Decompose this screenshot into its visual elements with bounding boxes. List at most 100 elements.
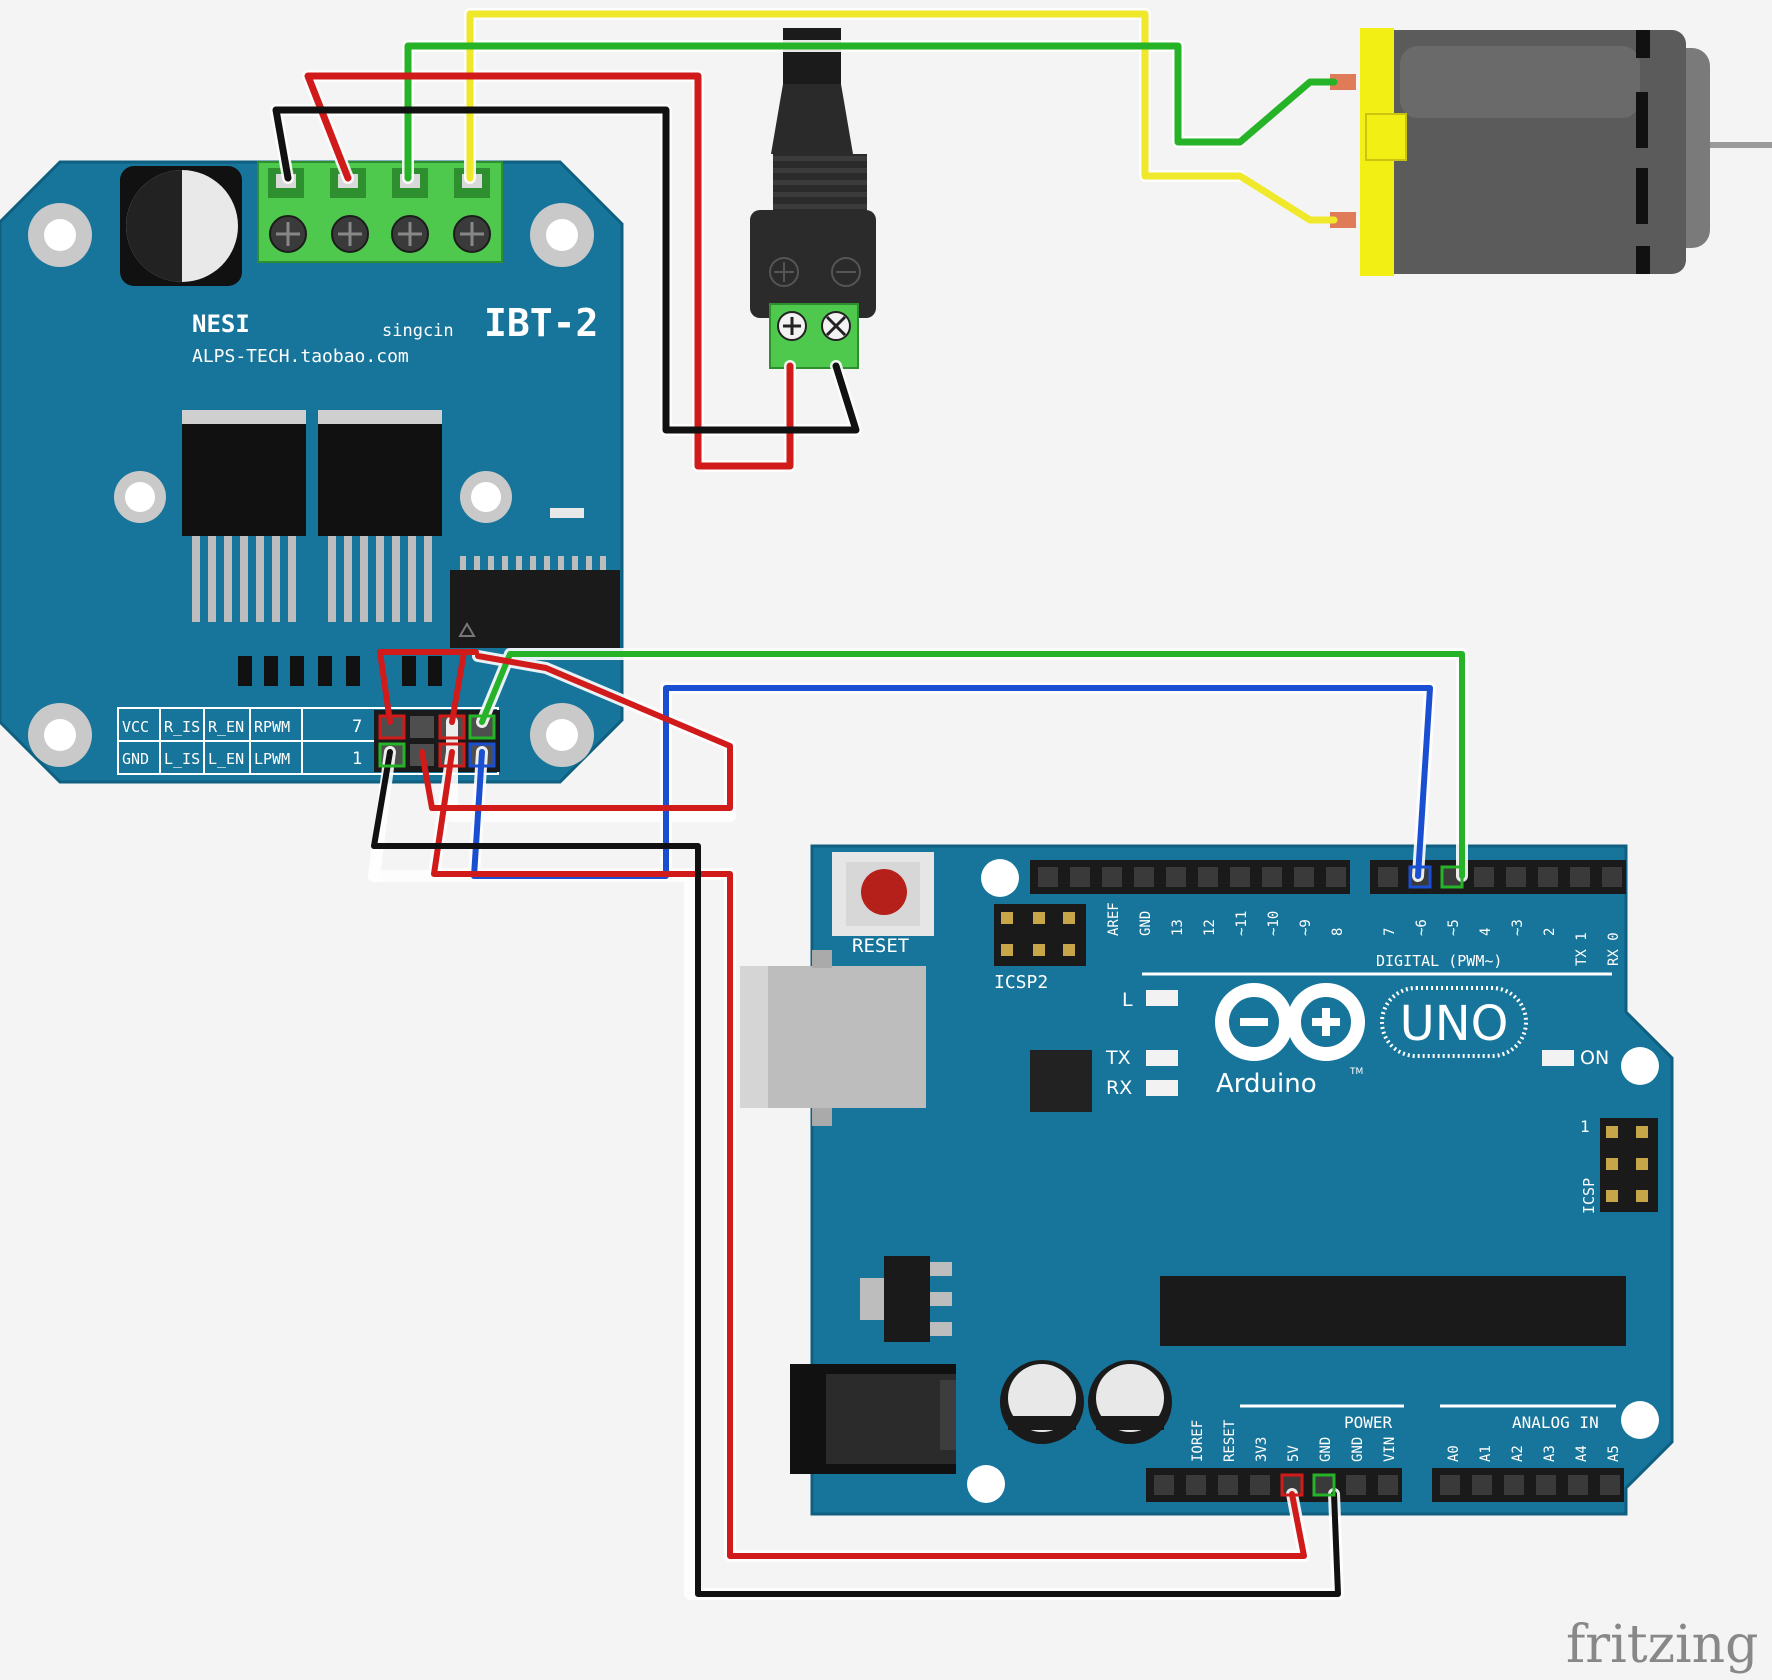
uno-label: UNO <box>1400 996 1509 1052</box>
ibt2-capacitor <box>120 166 242 286</box>
voltage-regulator <box>860 1256 952 1342</box>
digital-label: DIGITAL (PWM~) <box>1376 952 1502 970</box>
arduino-hole <box>967 1465 1005 1503</box>
pin-label-ioref: IOREF <box>1190 1420 1206 1462</box>
ibt2-label-vcc: VCC <box>122 718 149 736</box>
pin-label-a2: A2 <box>1510 1445 1526 1462</box>
led-on-label: ON <box>1580 1047 1609 1069</box>
icsp-header <box>1600 1118 1658 1212</box>
power-label: POWER <box>1344 1413 1393 1432</box>
pin-label-tx1: TX 1 <box>1574 932 1590 966</box>
wire-blue-lpwm-pin6 <box>471 685 1433 879</box>
ibt2-label-l-en: L_EN <box>208 750 244 768</box>
pin-label-a1: A1 <box>1478 1445 1494 1462</box>
arduino-logo-text: Arduino <box>1216 1069 1317 1099</box>
dc-barrel-jack <box>750 28 876 369</box>
pin-label-4: 4 <box>1478 928 1494 936</box>
pin-label-3: ~3 <box>1510 919 1526 936</box>
pin-label-gnd-1: GND <box>1318 1437 1334 1462</box>
motor-shaft <box>1696 142 1772 148</box>
icsp-label: ICSP <box>1580 1178 1598 1214</box>
digital-pin-labels: AREF GND 13 12 ~11 ~10 ~9 8 7 ~6 ~5 4 ~3… <box>1106 902 1622 966</box>
pin-label-vin: VIN <box>1382 1437 1398 1462</box>
arduino-capacitors <box>1000 1360 1172 1444</box>
header-power <box>1146 1468 1402 1502</box>
pin-label-7: 7 <box>1382 928 1398 936</box>
arduino-pcb <box>810 844 1674 1516</box>
wire-red-len-link <box>419 653 733 811</box>
ibt2-header-num-bottom: 1 <box>352 749 362 769</box>
wire-red-power-plus <box>304 72 794 470</box>
ibt2-mosfet-right <box>318 410 442 622</box>
ibt2-driver-ic <box>450 556 620 648</box>
pin-label-rx0: RX 0 <box>1606 932 1622 966</box>
dc-motor <box>1330 28 1772 276</box>
pin-label-aref: AREF <box>1106 902 1122 936</box>
pin-label-a4: A4 <box>1574 1445 1590 1462</box>
reset-button <box>832 852 934 936</box>
led-rx-label: RX <box>1106 1077 1132 1099</box>
pin-label-5: ~5 <box>1446 919 1462 936</box>
ibt2-label-rpwm: RPWM <box>254 718 290 736</box>
pin-label-reset: RESET <box>1222 1419 1238 1462</box>
ibt2-url: ALPS-TECH.taobao.com <box>192 346 409 367</box>
ibt2-label-r-is: R_IS <box>164 718 200 736</box>
uno-badge <box>1380 986 1528 1058</box>
ibt2-label-r-en: R_EN <box>208 718 244 736</box>
wire-green-motor-plus <box>404 42 1338 182</box>
pin-label-a3: A3 <box>1542 1445 1558 1462</box>
pin-label-9: ~9 <box>1298 919 1314 936</box>
pin-label-5v: 5V <box>1286 1445 1302 1462</box>
header-digital-right <box>1370 860 1626 894</box>
arduino-hole <box>1621 1047 1659 1085</box>
pin-label-a0: A0 <box>1446 1445 1462 1462</box>
ibt2-brand: NESI <box>192 310 250 338</box>
reset-label: RESET <box>852 935 909 957</box>
wire-red-5v <box>431 749 1307 1559</box>
arduino-logo <box>1215 983 1365 1061</box>
pin-label-2: 2 <box>1542 928 1558 936</box>
pin-label-3v3: 3V3 <box>1254 1437 1270 1462</box>
icsp2-label: ICSP2 <box>994 972 1048 993</box>
wire-red-ren-bridge <box>449 649 467 725</box>
ibt2-maker: singcin <box>382 321 454 341</box>
ibt2-mounting-holes <box>28 203 594 767</box>
ibt2-mosfet-left <box>182 410 306 622</box>
ibt2-label-lpwm: LPWM <box>254 750 290 768</box>
led-tx <box>1146 1050 1178 1066</box>
pin-label-10: ~10 <box>1266 911 1282 936</box>
pin-label-12: 12 <box>1202 919 1218 936</box>
arduino-hole <box>981 859 1019 897</box>
wire-black-power-minus <box>272 106 860 434</box>
arduino-tm: TM <box>1349 1067 1363 1077</box>
wire-yellow-motor-minus <box>466 10 1338 224</box>
wire-green-rpwm-pin5 <box>479 651 1465 879</box>
led-tx-label: TX <box>1105 1047 1131 1069</box>
wires <box>270 8 1468 1600</box>
icsp-pin1-label: 1 <box>1580 1117 1590 1136</box>
header-analog <box>1432 1468 1624 1502</box>
usb-chip <box>1030 1050 1092 1112</box>
led-on <box>1542 1050 1574 1066</box>
header-digital-left <box>1030 860 1350 894</box>
usb-port <box>740 966 926 1108</box>
ibt2-label-l-is: L_IS <box>164 750 200 768</box>
led-l <box>1146 990 1178 1006</box>
ibt2-model: IBT-2 <box>484 301 598 345</box>
analog-label: ANALOG IN <box>1512 1413 1599 1432</box>
wire-red-vcc-bridge <box>377 649 479 725</box>
ibt2-driver-board: NESI singcin IBT-2 ALPS-TECH.taobao.com <box>0 160 624 784</box>
atmega-chip <box>1160 1276 1626 1346</box>
ibt2-label-gnd: GND <box>122 750 149 768</box>
pin-label-6: ~6 <box>1414 919 1430 936</box>
ibt2-header-labels: VCC R_IS R_EN RPWM GND L_IS L_EN LPWM 7 … <box>117 707 499 775</box>
pin-label-a5: A5 <box>1606 1445 1622 1462</box>
led-rx <box>1146 1080 1178 1096</box>
power-pin-labels: IOREF RESET 3V3 5V GND GND VIN <box>1190 1419 1398 1462</box>
pin-label-8: 8 <box>1330 928 1346 936</box>
pin-label-11: ~11 <box>1234 911 1250 936</box>
ibt2-header-num-top: 7 <box>352 717 362 737</box>
ibt2-smd-resistor <box>550 508 584 518</box>
power-jack <box>790 1364 956 1474</box>
